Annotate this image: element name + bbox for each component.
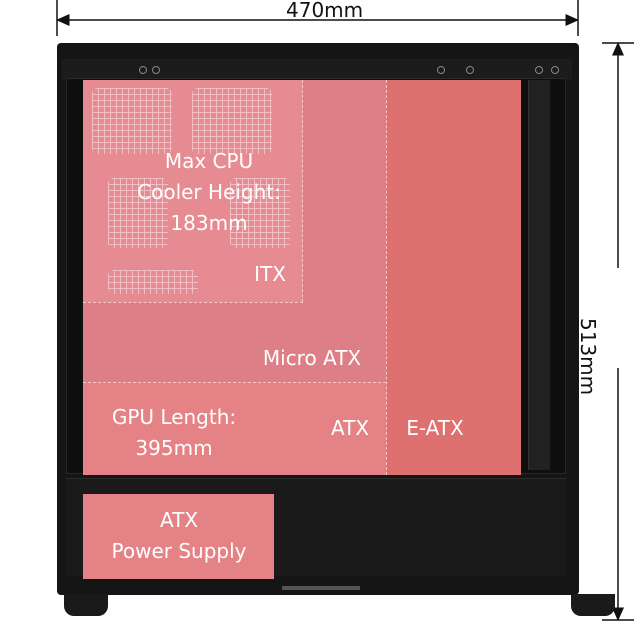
psu-zone bbox=[83, 494, 274, 579]
cpu-label-line1: Max CPU bbox=[164, 149, 254, 173]
screw-icon bbox=[466, 66, 474, 74]
gpu-label-line1: GPU Length: bbox=[111, 405, 237, 429]
width-dimension-label: 470mm bbox=[286, 0, 364, 22]
fan-grille bbox=[230, 178, 290, 248]
itx-boundary-bottom bbox=[83, 302, 303, 303]
screw-icon bbox=[152, 66, 160, 74]
fan-grille bbox=[92, 88, 172, 154]
psu-label: ATX Power Supply bbox=[90, 505, 268, 567]
itx-boundary-right bbox=[302, 80, 303, 302]
case-top-io-strip bbox=[62, 59, 572, 79]
screw-icon bbox=[437, 66, 445, 74]
micro-atx-label: Micro ATX bbox=[262, 346, 362, 370]
fan-grille bbox=[192, 88, 272, 154]
cpu-label-line3: 183mm bbox=[170, 211, 248, 235]
atx-boundary-right bbox=[386, 80, 387, 475]
cpu-cooler-height-label: Max CPU Cooler Height: 183mm bbox=[118, 146, 300, 239]
cable-management-rail bbox=[528, 80, 550, 470]
screw-icon bbox=[535, 66, 543, 74]
itx-label: ITX bbox=[254, 262, 286, 286]
psu-label-line2: Power Supply bbox=[111, 539, 247, 563]
micro-atx-boundary-bottom bbox=[83, 382, 386, 383]
fan-grille bbox=[108, 178, 168, 248]
screw-icon bbox=[139, 66, 147, 74]
cpu-label-line2: Cooler Height: bbox=[137, 180, 281, 204]
case-foot-right bbox=[571, 594, 615, 616]
eatx-label: E-ATX bbox=[406, 416, 464, 440]
gpu-label-line2: 395mm bbox=[135, 436, 213, 460]
screw-icon bbox=[551, 66, 559, 74]
height-dimension-label: 513mm bbox=[576, 318, 600, 396]
itx-zone bbox=[83, 80, 303, 302]
atx-label: ATX bbox=[330, 416, 370, 440]
case-stand-bar bbox=[282, 586, 360, 590]
fan-grille bbox=[108, 270, 198, 294]
case-foot-left bbox=[64, 594, 108, 616]
gpu-length-label: GPU Length: 395mm bbox=[90, 402, 258, 464]
psu-label-line1: ATX bbox=[159, 508, 199, 532]
